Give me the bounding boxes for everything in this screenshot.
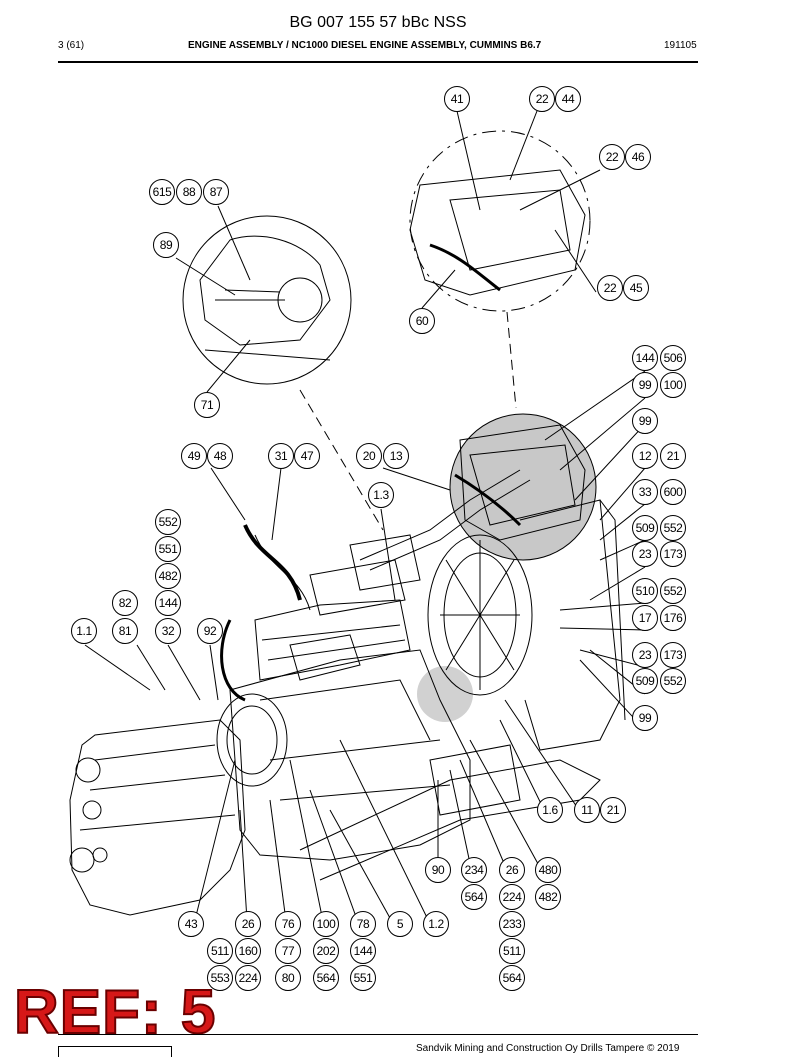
callout-bubble: 506 (660, 345, 686, 371)
callout-bubble: 22 (597, 275, 623, 301)
callout-bubble: 80 (275, 965, 301, 991)
callout-bubble: 20 (356, 443, 382, 469)
callout-bubble: 22 (529, 86, 555, 112)
callout-bubble: 41 (444, 86, 470, 112)
callout-bubble: 1.1 (71, 618, 97, 644)
callout-bubble: 160 (235, 938, 261, 964)
callout-bubble: 144 (155, 590, 181, 616)
callout-bubble: 47 (294, 443, 320, 469)
callout-bubble: 78 (350, 911, 376, 937)
callout-bubble: 509 (632, 515, 658, 541)
callout-bubble: 615 (149, 179, 175, 205)
callout-bubble: 21 (660, 443, 686, 469)
callout-bubble: 552 (155, 509, 181, 535)
ref-stamp: REF: 5 (13, 978, 217, 1047)
callout-bubble: 234 (461, 857, 487, 883)
callout-bubble: 551 (155, 536, 181, 562)
callout-bubble: 100 (313, 911, 339, 937)
callout-bubble: 99 (632, 705, 658, 731)
callout-bubble: 13 (383, 443, 409, 469)
callout-bubble: 564 (313, 965, 339, 991)
callout-bubble: 202 (313, 938, 339, 964)
callout-bubble: 82 (112, 590, 138, 616)
callout-bubble: 564 (461, 884, 487, 910)
callout-bubble: 552 (660, 578, 686, 604)
callout-bubble: 144 (350, 938, 376, 964)
callout-bubble: 87 (203, 179, 229, 205)
callout-bubble: 553 (207, 965, 233, 991)
document-number: BG 007 155 57 bBc NSS (289, 14, 467, 31)
callout-bubble: 32 (155, 618, 181, 644)
callout-bubble: 482 (155, 563, 181, 589)
page-title: ENGINE ASSEMBLY / NC1000 DIESEL ENGINE A… (188, 40, 542, 51)
page-number: 3 (61) (58, 40, 85, 51)
callout-bubble: 173 (660, 642, 686, 668)
callout-bubble: 5 (387, 911, 413, 937)
detail-highlight-circle (449, 413, 597, 561)
callout-bubble: 1.3 (368, 482, 394, 508)
callout-bubble: 17 (632, 605, 658, 631)
callout-bubble: 48 (207, 443, 233, 469)
callout-bubble: 482 (535, 884, 561, 910)
footer-rule (58, 1034, 698, 1035)
highlight-zone (417, 666, 473, 722)
callout-bubble: 43 (178, 911, 204, 937)
callout-bubble: 511 (207, 938, 233, 964)
callout-bubble: 1.2 (423, 911, 449, 937)
detail-circle-top (409, 130, 591, 312)
callout-bubble: 509 (632, 668, 658, 694)
callout-bubble: 11 (574, 797, 600, 823)
callout-bubble: 1.6 (537, 797, 563, 823)
callout-bubble: 33 (632, 479, 658, 505)
callout-bubble: 81 (112, 618, 138, 644)
callout-bubble: 552 (660, 668, 686, 694)
callout-bubble: 144 (632, 345, 658, 371)
callout-bubble: 224 (499, 884, 525, 910)
callout-bubble: 23 (632, 642, 658, 668)
callout-bubble: 26 (235, 911, 261, 937)
callout-bubble: 480 (535, 857, 561, 883)
callout-bubble: 44 (555, 86, 581, 112)
callout-bubble: 46 (625, 144, 651, 170)
callout-bubble: 224 (235, 965, 261, 991)
callout-bubble: 88 (176, 179, 202, 205)
callout-bubble: 90 (425, 857, 451, 883)
callout-bubble: 99 (632, 408, 658, 434)
callout-bubble: 31 (268, 443, 294, 469)
callout-bubble: 99 (632, 372, 658, 398)
detail-circle-left (182, 215, 352, 385)
callout-bubble: 77 (275, 938, 301, 964)
callout-bubble: 26 (499, 857, 525, 883)
company-logo (58, 1046, 172, 1057)
callout-bubble: 173 (660, 541, 686, 567)
callout-bubble: 551 (350, 965, 376, 991)
callout-bubble: 92 (197, 618, 223, 644)
callout-bubble: 100 (660, 372, 686, 398)
callout-bubble: 76 (275, 911, 301, 937)
callout-bubble: 600 (660, 479, 686, 505)
callout-bubble: 511 (499, 938, 525, 964)
callout-bubble: 45 (623, 275, 649, 301)
callout-bubble: 89 (153, 232, 179, 258)
callout-bubble: 564 (499, 965, 525, 991)
callout-bubble: 21 (600, 797, 626, 823)
callout-bubble: 60 (409, 308, 435, 334)
callout-bubble: 49 (181, 443, 207, 469)
document-date: 191105 (664, 40, 697, 51)
callout-bubble: 12 (632, 443, 658, 469)
callout-bubble: 71 (194, 392, 220, 418)
callout-bubble: 233 (499, 911, 525, 937)
callout-bubble: 23 (632, 541, 658, 567)
footer-copyright: Sandvik Mining and Construction Oy Drill… (416, 1043, 680, 1054)
callout-bubble: 176 (660, 605, 686, 631)
callout-bubble: 510 (632, 578, 658, 604)
callout-bubble: 552 (660, 515, 686, 541)
header-rule (58, 61, 698, 63)
callout-bubble: 22 (599, 144, 625, 170)
